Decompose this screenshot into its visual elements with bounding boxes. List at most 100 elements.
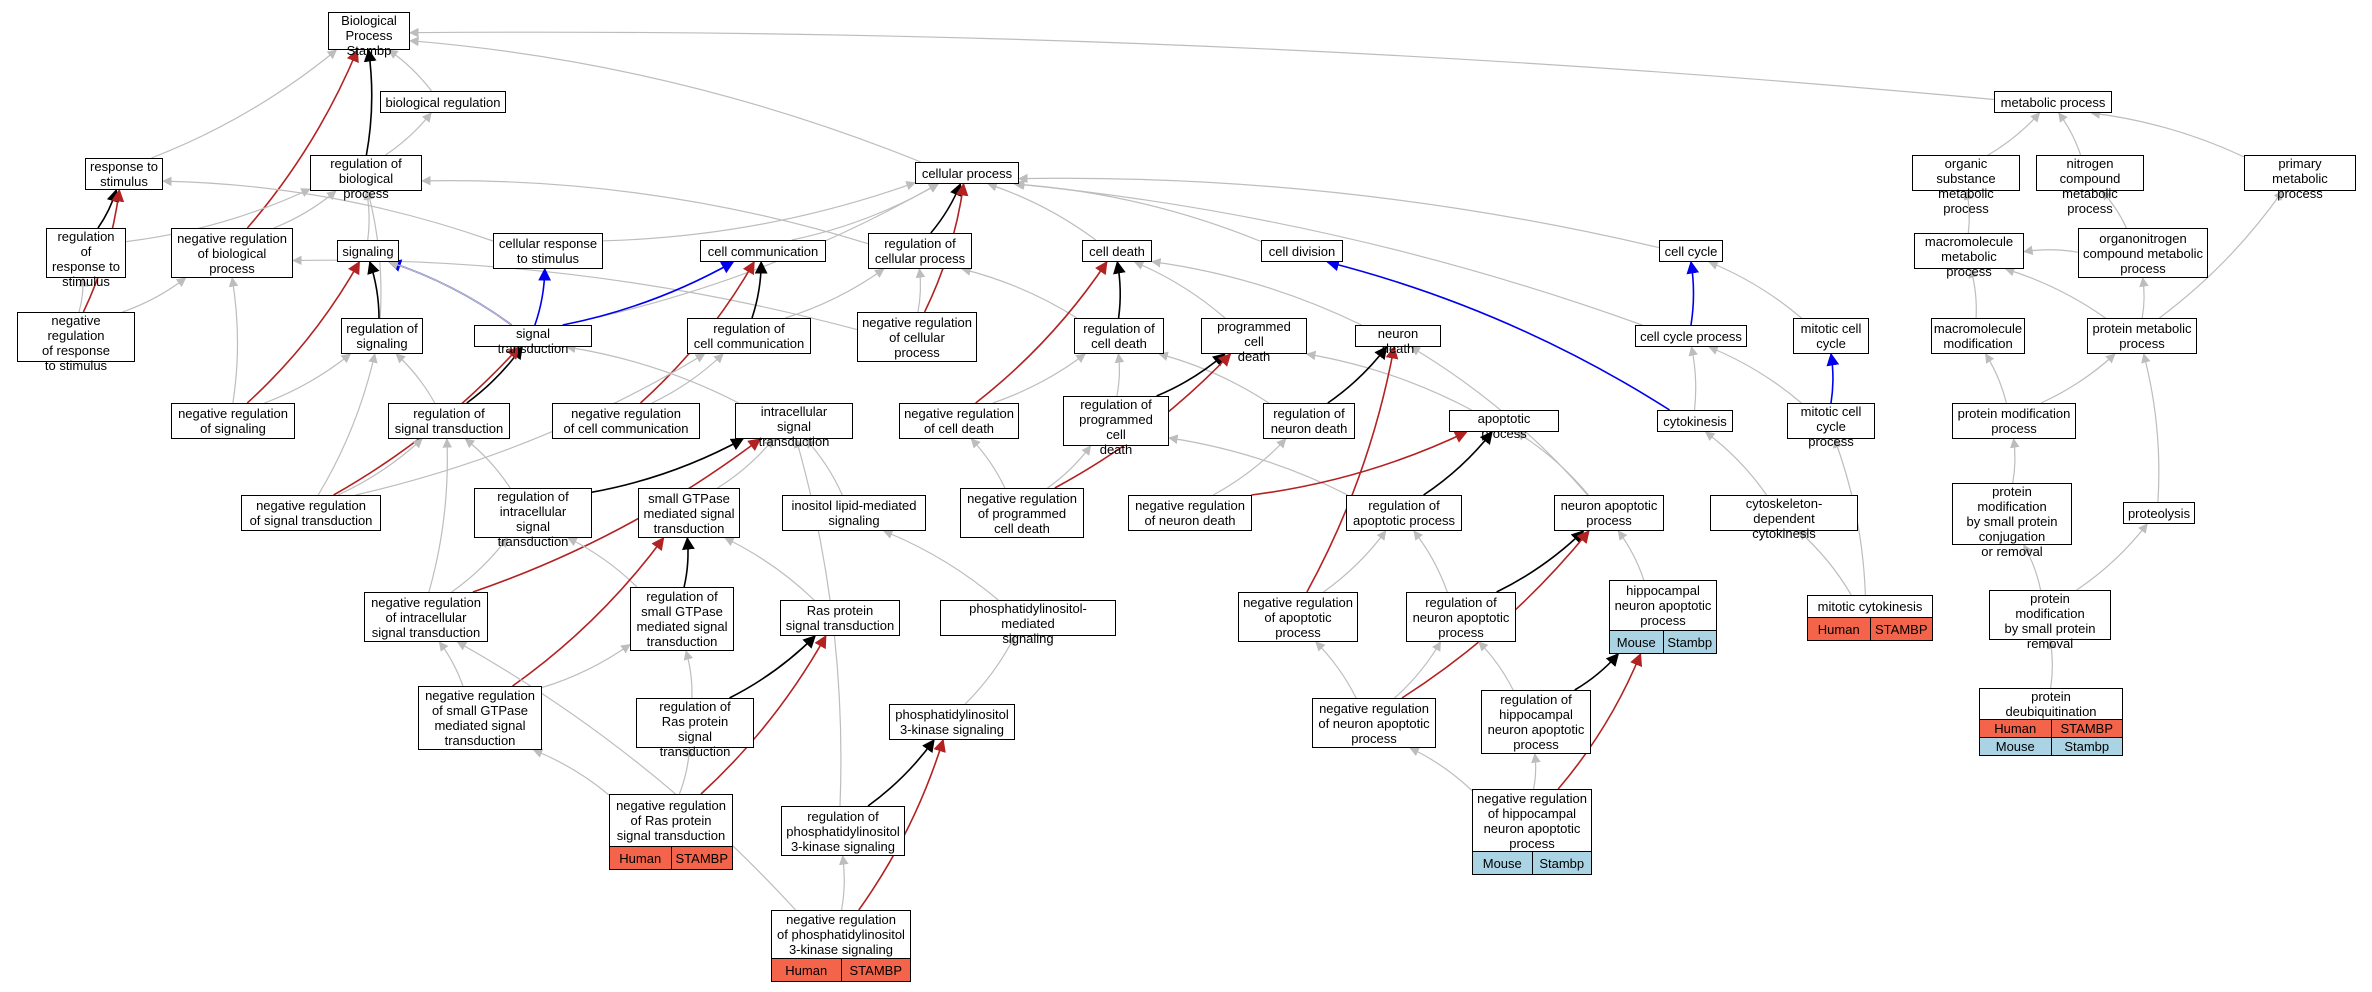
go-term-node[interactable]: biological regulation <box>380 91 506 113</box>
relation-edge <box>961 266 1078 319</box>
relation-edge <box>395 353 436 404</box>
go-term-node[interactable]: macromolecule metabolic process <box>1914 233 2024 279</box>
relation-edge <box>1323 530 1387 593</box>
go-term-node[interactable]: inositol lipid-mediated signaling <box>782 495 926 531</box>
go-term-node[interactable]: regulation of cell communication <box>687 318 811 354</box>
relation-edge <box>1213 438 1287 496</box>
go-term-node[interactable]: negative regulation of hippocampal neuro… <box>1472 789 1592 875</box>
go-term-label: cellular response to stimulus <box>498 236 598 266</box>
relation-edge <box>1708 260 1802 319</box>
go-term-node[interactable]: negative regulation of phosphatidylinosi… <box>771 910 911 982</box>
go-term-node[interactable]: neuron apoptotic process <box>1554 495 1664 531</box>
go-term-node[interactable]: phosphatidylinositol-mediated signaling <box>940 600 1116 646</box>
go-term-node[interactable]: regulation of signal transduction <box>388 403 510 439</box>
species-label: Mouse <box>1995 739 2035 754</box>
go-term-node[interactable]: intracellular signal transduction <box>735 403 853 449</box>
go-term-node[interactable]: cell division <box>1261 240 1343 262</box>
relation-edge <box>1985 353 2007 404</box>
go-term-node[interactable]: regulation of cell death <box>1074 318 1164 354</box>
go-term-node[interactable]: regulation of Ras protein signal transdu… <box>636 698 754 759</box>
go-term-node[interactable]: organonitrogen compound metabolic proces… <box>2078 228 2208 278</box>
go-term-node[interactable]: regulation of phosphatidylinositol 3-kin… <box>781 806 905 856</box>
go-term-node[interactable]: regulation of apoptotic process <box>1346 495 1462 531</box>
go-term-node[interactable]: negative regulation of cellular process <box>857 312 977 362</box>
go-term-node[interactable]: macromolecule modification <box>1931 318 2025 354</box>
go-term-node[interactable]: regulation of intracellular signal trans… <box>474 488 592 549</box>
go-term-node[interactable]: negative regulation of programmed cell d… <box>960 488 1084 538</box>
go-term-node[interactable]: proteolysis <box>2123 502 2195 524</box>
go-term-node[interactable]: programmed cell death <box>1201 318 1307 364</box>
relation-edge <box>355 353 706 496</box>
relation-edge <box>1394 641 1442 699</box>
go-term-label: mitotic cytokinesis <box>1817 599 1923 614</box>
go-term-node[interactable]: cellular process <box>915 162 1019 184</box>
go-term-node[interactable]: negative regulation of small GTPase medi… <box>418 686 542 750</box>
relation-edge <box>1251 431 1468 496</box>
go-term-node[interactable]: cell cycle process <box>1635 325 1747 347</box>
go-term-node[interactable]: regulation of small GTPase mediated sign… <box>630 587 734 651</box>
go-term-node[interactable]: negative regulation of signal transducti… <box>241 495 381 531</box>
go-term-label: protein deubiquitination <box>2005 689 2097 719</box>
go-term-label: negative regulation of phosphatidylinosi… <box>777 912 905 957</box>
go-term-node[interactable]: negative regulation of cell death <box>899 403 1019 439</box>
go-term-node[interactable]: negative regulation of neuron death <box>1128 495 1252 531</box>
go-term-label: biological regulation <box>385 94 501 110</box>
go-term-node[interactable]: protein modification by small protein co… <box>1952 483 2072 559</box>
go-term-node[interactable]: phosphatidylinositol 3-kinase signaling <box>889 704 1015 740</box>
relation-edge <box>2040 353 2116 404</box>
go-term-node[interactable]: negative regulation of intracellular sig… <box>364 592 488 642</box>
go-term-node[interactable]: cytoskeleton-dependent cytokinesis <box>1710 495 1858 541</box>
go-term-node[interactable]: regulation of neuron death <box>1263 403 1355 439</box>
go-term-node[interactable]: protein modification process <box>1952 403 2076 439</box>
go-term-node[interactable]: cellular response to stimulus <box>493 233 603 269</box>
relation-edge <box>729 635 817 699</box>
go-term-node[interactable]: negative regulation of signaling <box>171 403 295 439</box>
go-term-node[interactable]: Ras protein signal transduction <box>780 600 900 636</box>
go-term-node[interactable]: cell cycle <box>1659 240 1723 262</box>
relation-edge <box>1478 641 1514 691</box>
go-term-node[interactable]: regulation of response to stimulus <box>46 228 126 289</box>
go-term-node[interactable]: negative regulation of apoptotic process <box>1238 592 1358 642</box>
relation-edge <box>1496 530 1585 593</box>
go-term-node[interactable]: primary metabolic process <box>2244 155 2356 201</box>
go-term-node[interactable]: negative regulation of response to stimu… <box>17 312 135 373</box>
relation-edge <box>363 48 377 156</box>
relation-edge <box>2023 544 2042 591</box>
go-term-node[interactable]: regulation of biological process <box>310 155 422 201</box>
go-term-node[interactable]: regulation of programmed cell death <box>1063 396 1169 457</box>
go-term-node[interactable]: signal transduction <box>474 325 592 356</box>
relation-edge <box>975 260 1108 404</box>
go-term-node[interactable]: cytokinesis <box>1657 410 1733 432</box>
go-term-node[interactable]: apoptotic process <box>1449 410 1559 441</box>
go-term-node[interactable]: protein metabolic process <box>2087 318 2197 354</box>
go-term-label: mitotic cell cycle process <box>1800 404 1862 449</box>
go-term-node[interactable]: organic substance metabolic process <box>1912 155 2020 216</box>
go-term-node[interactable]: regulation of signaling <box>341 318 423 354</box>
go-term-node[interactable]: mitotic cell cycle <box>1793 318 1869 354</box>
go-term-node[interactable]: small GTPase mediated signal transductio… <box>638 488 740 538</box>
go-term-node[interactable]: signaling <box>337 240 399 262</box>
go-term-node[interactable]: regulation of cellular process <box>868 233 972 269</box>
go-term-node[interactable]: neuron death <box>1355 325 1441 356</box>
go-term-node[interactable]: negative regulation of neuron apoptotic … <box>1312 698 1436 748</box>
go-term-node[interactable]: regulation of hippocampal neuron apoptot… <box>1481 690 1591 754</box>
go-term-node[interactable]: nitrogen compound metabolic process <box>2036 155 2144 216</box>
go-term-node[interactable]: regulation of neuron apoptotic process <box>1406 592 1516 642</box>
go-term-label: negative regulation of cell death <box>904 406 1014 436</box>
go-term-node[interactable]: negative regulation of cell communicatio… <box>552 403 700 439</box>
go-term-node[interactable]: negative regulation of biological proces… <box>171 228 293 278</box>
go-term-node[interactable]: protein modification by small protein re… <box>1989 590 2111 651</box>
go-term-node[interactable]: cell communication <box>700 240 826 262</box>
go-term-node[interactable]: Biological Process Stambp <box>328 12 410 58</box>
go-term-node[interactable]: negative regulation of Ras protein signa… <box>609 794 733 870</box>
relation-edge <box>125 188 311 243</box>
go-term-node[interactable]: mitotic cell cycle process <box>1787 403 1875 449</box>
go-term-node[interactable]: metabolic process <box>1994 91 2112 113</box>
go-term-node[interactable]: cell death <box>1082 240 1152 262</box>
go-term-node[interactable]: response to stimulus <box>85 158 163 190</box>
